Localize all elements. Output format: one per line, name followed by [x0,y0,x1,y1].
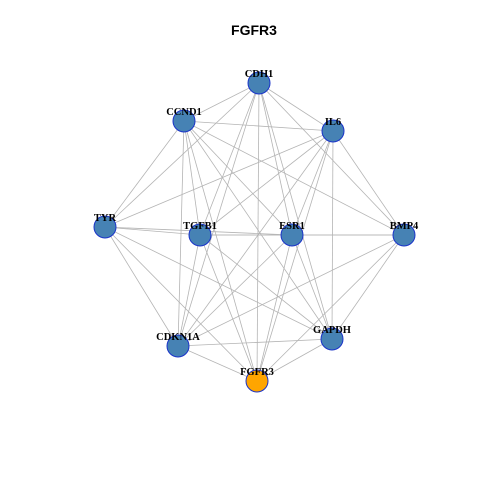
edge-gapdh-fgfr3 [256,338,333,382]
edge-tgfb1-cdkn1a [177,234,201,347]
edge-bmp4-fgfr3 [256,234,405,382]
edge-il6-tyr [104,130,334,228]
node-circle[interactable] [392,223,416,247]
edge-ccnd1-tyr [104,120,185,228]
node-esr1[interactable]: ESR1 [279,221,305,247]
edge-layer [104,82,405,382]
figure-title: FGFR3 [231,22,277,38]
edge-cdh1-tgfb1 [199,82,260,236]
edge-cdh1-bmp4 [258,82,405,236]
node-ccnd1[interactable]: CCND1 [166,107,202,133]
node-tgfb1[interactable]: TGFB1 [183,221,217,247]
edge-ccnd1-esr1 [183,120,293,236]
edge-cdh1-esr1 [258,82,293,236]
node-circle[interactable] [247,71,271,95]
node-circle[interactable] [320,327,344,351]
edge-cdh1-il6 [258,82,334,132]
edge-tyr-fgfr3 [104,226,258,382]
node-circle[interactable] [245,369,269,393]
edge-ccnd1-il6 [183,120,334,132]
edge-cdh1-gapdh [258,82,333,340]
node-il6[interactable]: IL6 [321,117,345,143]
node-circle[interactable] [166,334,190,358]
edge-il6-bmp4 [332,130,405,236]
edge-bmp4-gapdh [331,234,405,340]
node-circle[interactable] [188,223,212,247]
node-cdh1[interactable]: CDH1 [245,69,274,95]
node-gapdh[interactable]: GAPDH [313,325,351,351]
node-cdkn1a[interactable]: CDKN1A [156,332,200,358]
node-label: TGFB1 [183,221,217,232]
edge-il6-cdkn1a [177,130,334,347]
node-label: CDKN1A [156,332,200,343]
edge-esr1-gapdh [291,234,333,340]
node-label: TYR [94,213,117,224]
edge-bmp4-cdkn1a [177,234,405,347]
node-label: BMP4 [390,221,419,232]
edge-il6-fgfr3 [256,130,334,382]
edge-esr1-fgfr3 [256,234,293,382]
edge-cdh1-cdkn1a [177,82,260,347]
edge-cdh1-ccnd1 [183,82,260,122]
node-label: CCND1 [166,107,202,118]
edge-ccnd1-tgfb1 [183,120,201,236]
edge-tgfb1-gapdh [199,234,333,340]
edge-tgfb1-fgfr3 [199,234,258,382]
edge-tyr-tgfb1 [104,226,201,236]
edge-cdkn1a-gapdh [177,338,333,347]
node-label: IL6 [325,117,341,128]
edge-cdkn1a-fgfr3 [177,345,258,382]
edge-cdh1-fgfr3 [256,82,260,382]
node-fgfr3[interactable]: FGFR3 [240,367,274,393]
edge-ccnd1-gapdh [183,120,333,340]
node-tyr[interactable]: TYR [93,213,117,239]
edge-ccnd1-bmp4 [183,120,405,236]
edge-il6-esr1 [291,130,334,236]
node-bmp4[interactable]: BMP4 [390,221,419,247]
node-label: ESR1 [279,221,305,232]
edge-tyr-cdkn1a [104,226,179,347]
edge-cdh1-tyr [104,82,260,228]
edge-esr1-cdkn1a [177,234,293,347]
node-circle[interactable] [280,223,304,247]
node-circle[interactable] [172,109,196,133]
node-label: FGFR3 [240,367,274,378]
node-label: GAPDH [313,325,351,336]
node-circle[interactable] [321,119,345,143]
node-circle[interactable] [93,215,117,239]
edge-il6-tgfb1 [199,130,334,236]
node-label: CDH1 [245,69,274,80]
